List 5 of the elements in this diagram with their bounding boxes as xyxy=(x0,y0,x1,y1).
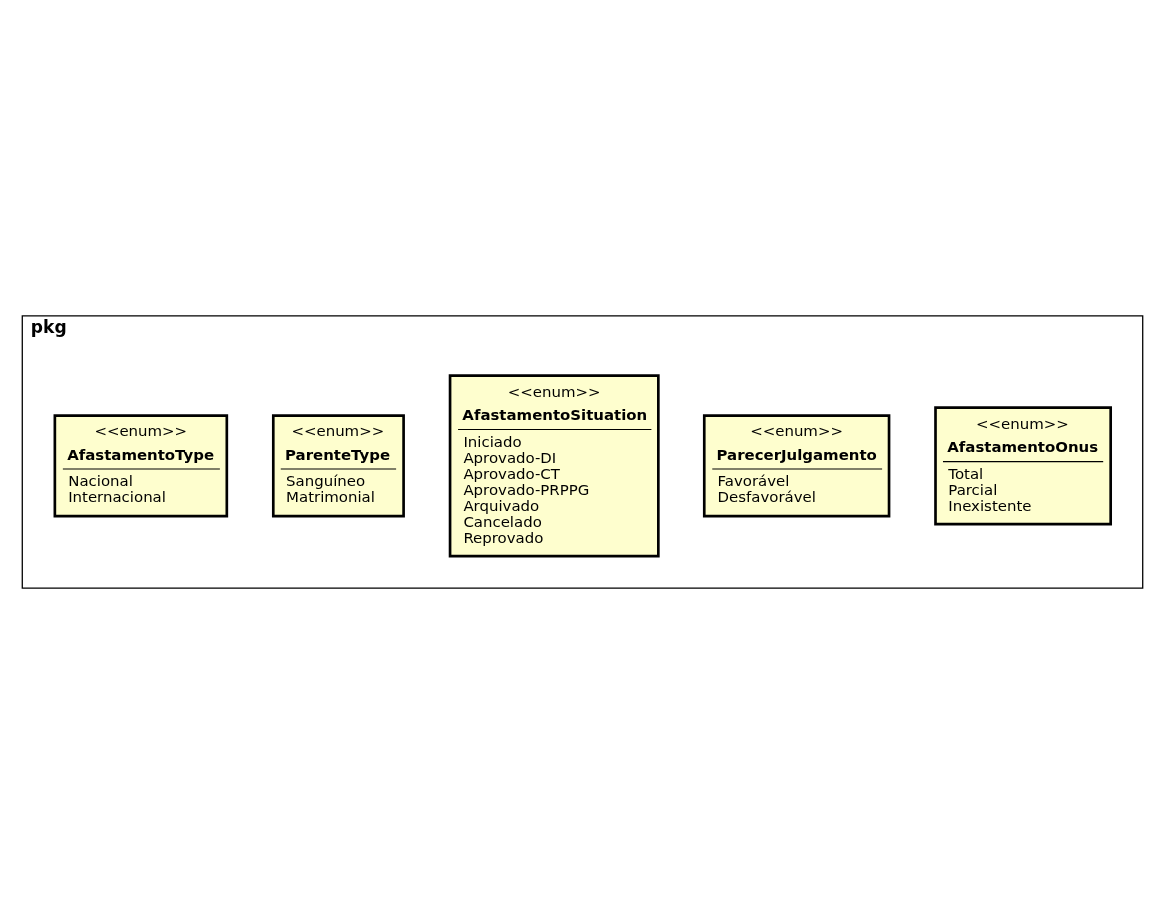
node-box: <<enum>> AfastamentoType Nacional Internacional xyxy=(53,414,229,518)
node-box: <<enum>> AfastamentoOnus Total Parcial Inexistente xyxy=(934,406,1112,526)
node-box: <<enum>> ParenteType Sanguíneo Matrimonial xyxy=(271,414,405,518)
node-box: <<enum>> AfastamentoSituation Iniciado Aprovado-DI Aprovado-CT Aprovado-PRPPG Arquivado Cancelado Reprovado xyxy=(448,374,660,558)
node-box: <<enum>> ParecerJulgamento Favorável Desfavorável xyxy=(702,414,891,518)
